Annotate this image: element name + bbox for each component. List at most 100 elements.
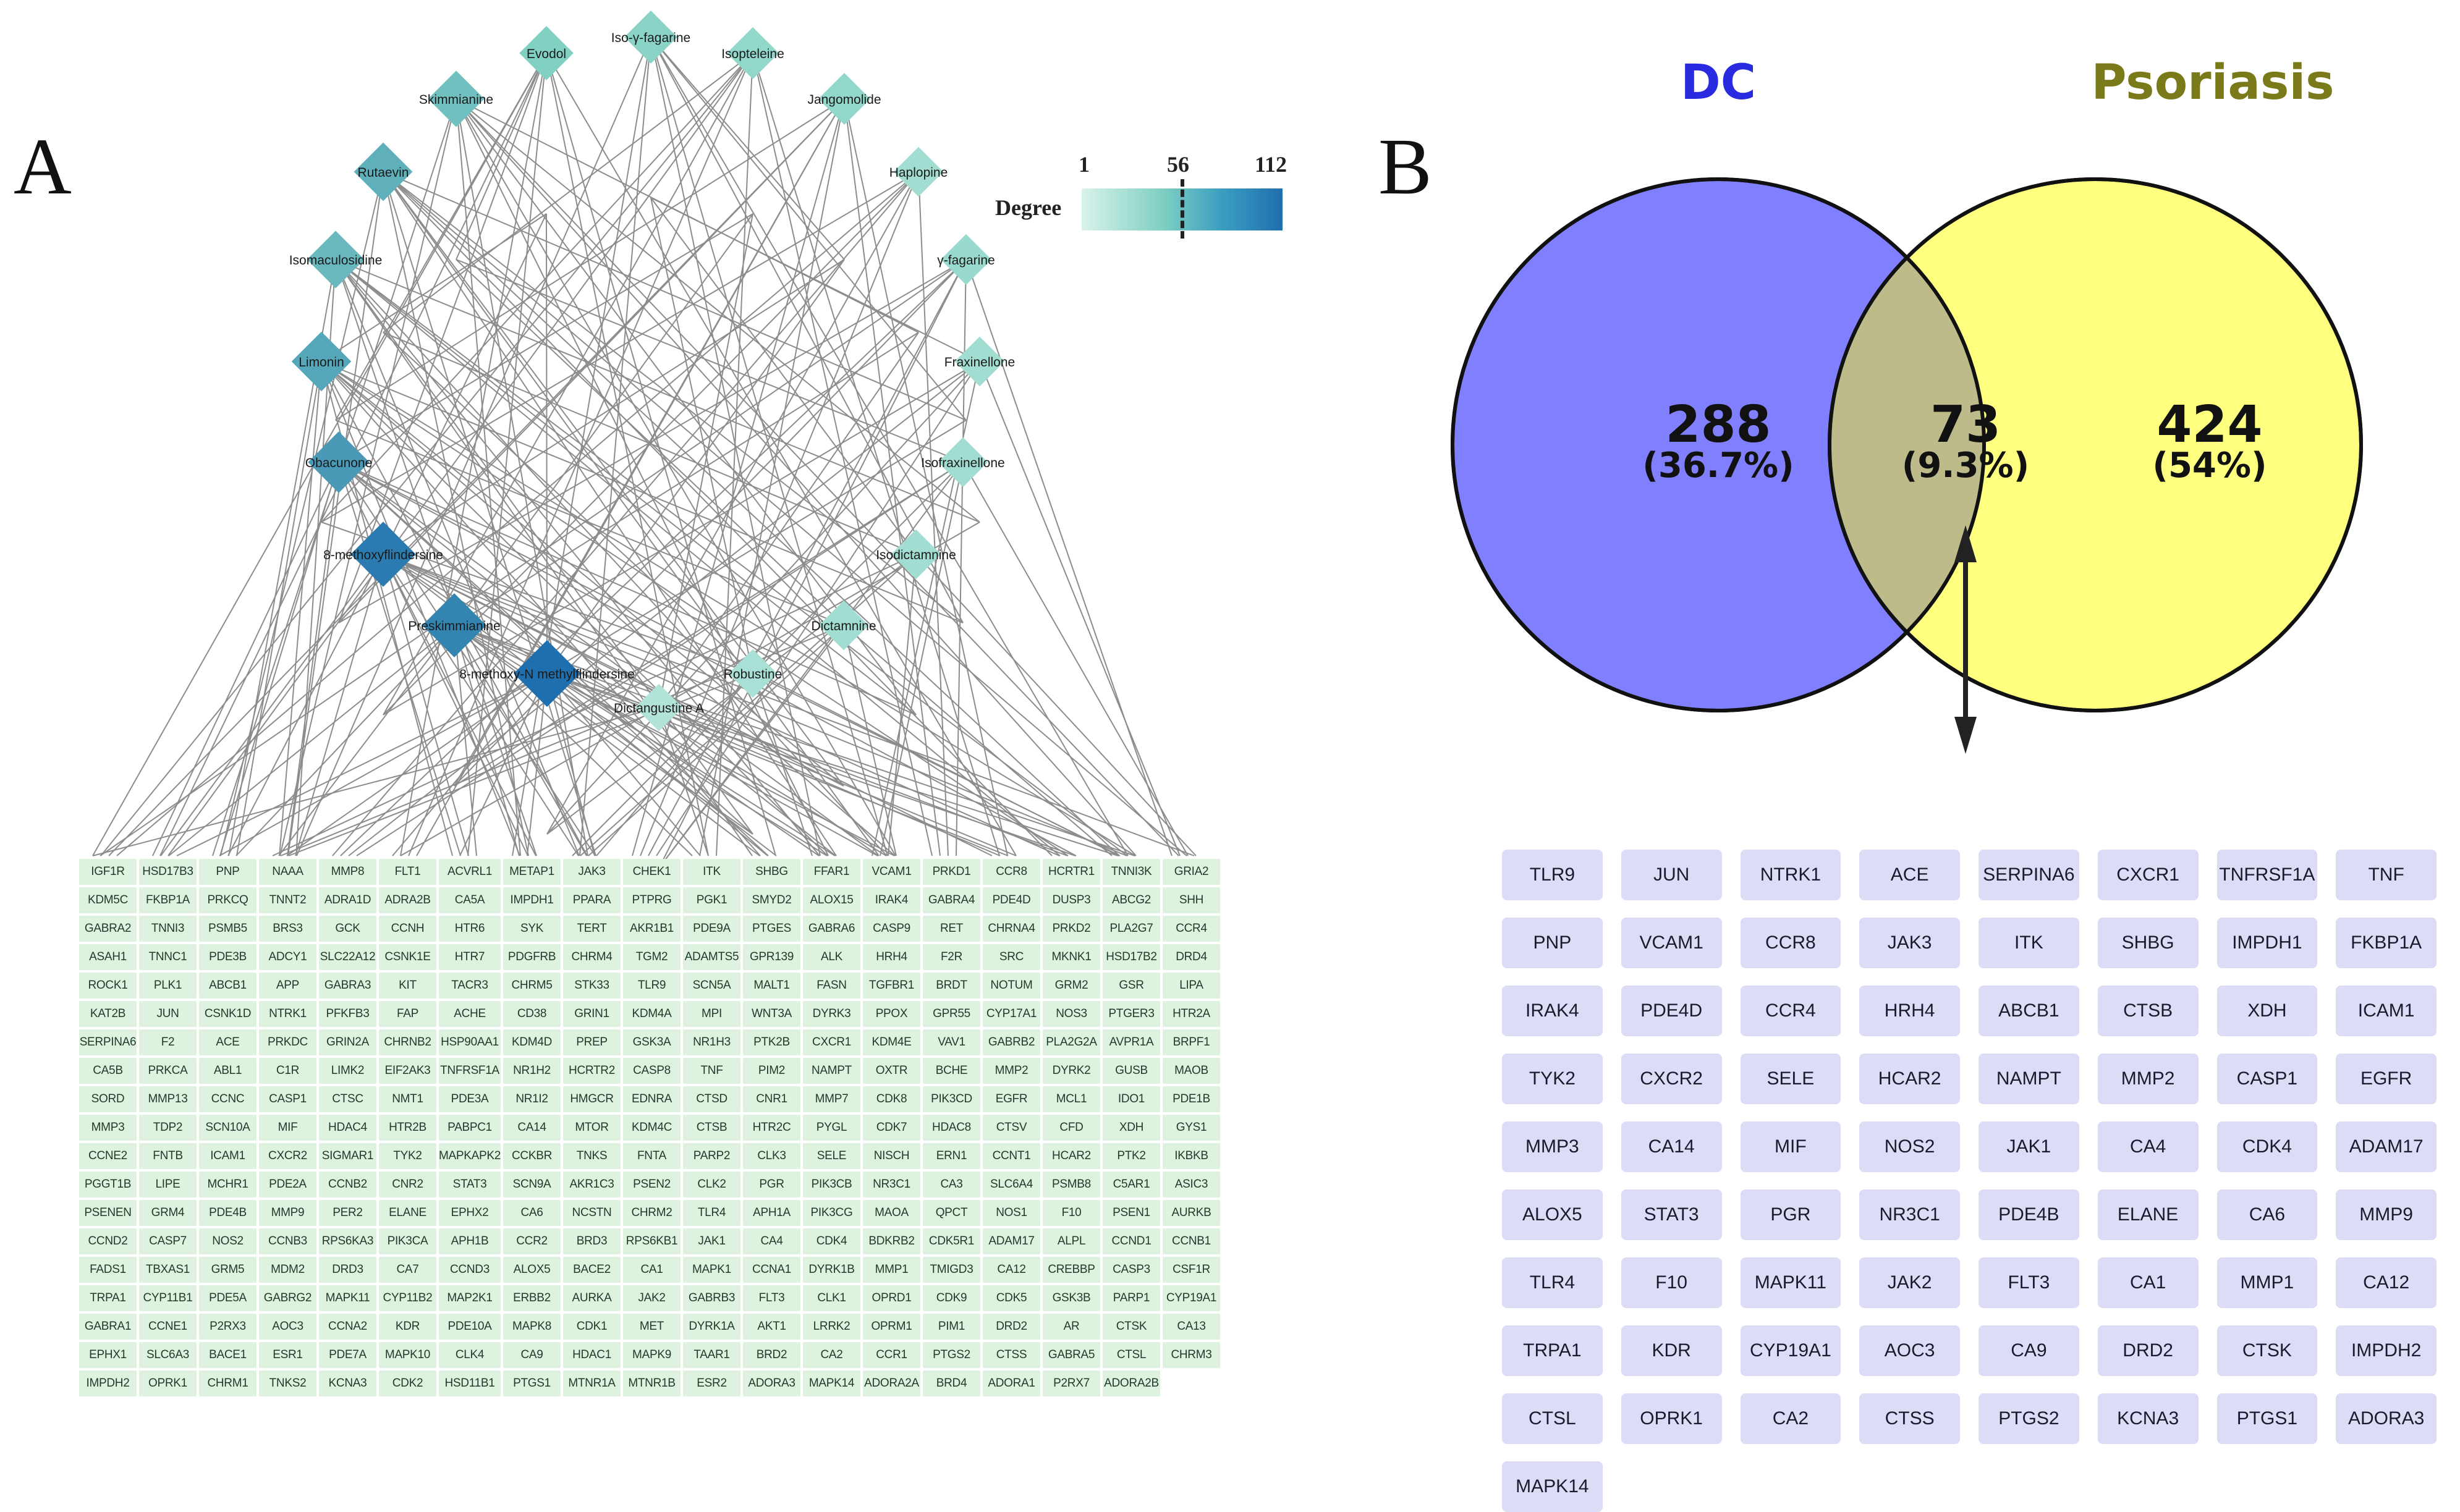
network-target-node: GRM4 [138,1200,197,1226]
network-edge [456,98,588,856]
network-target-node: CTSL [1103,1342,1160,1368]
network-target-node: PIK3CG [803,1200,860,1226]
network-edge [979,361,1181,856]
network-target-node: DYRK1B [803,1257,860,1283]
network-target-node: CA1 [623,1257,681,1283]
network-target-node: CYP17A1 [983,1001,1040,1027]
network-target-node: ROCK1 [79,973,137,999]
common-target-node: ACE [1859,850,1960,900]
network-target-node: ELANE [378,1200,436,1226]
network-target-node: PDE1B [1163,1086,1220,1112]
network-target-node: CDK9 [923,1285,980,1311]
network-edge [321,361,964,623]
network-target-node: ALOX5 [503,1257,561,1283]
network-edge [383,53,753,333]
network-target-node: PDGFRB [503,944,561,970]
network-target-node: TERT [563,916,621,942]
network-target-node: CCNA2 [318,1314,376,1340]
network-edge [658,213,753,708]
network-edge [915,554,1197,856]
network-target-node: OPRK1 [138,1371,197,1396]
network-target-node: PYGL [803,1115,860,1141]
network-target-node: PDE5A [198,1285,257,1311]
network-target-node: TYK2 [378,1143,436,1169]
network-target-node: NR1I2 [503,1086,561,1112]
network-edge [321,361,828,856]
venn-left-label: DC [1681,55,1756,111]
network-target-node: AKR1C3 [563,1172,621,1197]
network-edge [454,625,760,856]
network-target-node: LRRK2 [803,1314,860,1340]
network-target-node: CLK1 [803,1285,860,1311]
network-target-node: ABL1 [198,1058,257,1084]
network-target-node: APP [258,973,316,999]
network-target-node: PSENEN [79,1200,137,1226]
network-target-node: CA9 [503,1342,561,1368]
network-edge [338,213,753,463]
network-target-node: ABCG2 [1103,887,1160,913]
network-target-node: FAP [378,1001,436,1027]
compound-diamond [891,529,941,580]
common-target-node: CA14 [1621,1121,1722,1172]
common-target-node: SERPINA6 [1979,850,2079,900]
compound-node: γ-fagarine [937,234,995,285]
network-target-node: TNNC1 [138,944,197,970]
network-edge [918,171,949,856]
network-target-node: LIMK2 [318,1058,376,1084]
network-target-node: TAAR1 [683,1342,740,1368]
degree-mid: 56 [1167,152,1189,177]
network-target-node: RET [923,916,980,942]
network-target-node: CCNE1 [138,1314,197,1340]
network-edge [454,625,753,835]
compound-label: Robustine [724,667,783,682]
network-target-node: MAPKAPK2 [438,1143,501,1169]
network-target-node: CA12 [983,1257,1040,1283]
network-target-node: CCNB3 [258,1228,316,1254]
common-target-node: CA2 [1740,1393,1841,1444]
network-target-node: HSD11B1 [438,1371,501,1396]
network-target-node: CHRM2 [623,1200,681,1226]
network-edge [383,171,596,856]
network-target-node: ALPL [1043,1228,1100,1254]
network-edge [332,171,919,856]
network-target-node: HSD17B3 [138,859,197,885]
compound-diamond [308,431,370,493]
compound-node: Isopteleine [721,27,784,80]
network-target-node: PIK3CD [923,1086,980,1112]
network-target-node: IDO1 [1103,1086,1160,1112]
network-target-node: NISCH [863,1143,920,1169]
network-target-node: STAT3 [438,1172,501,1197]
network-target-node: TNNI3 [138,916,197,942]
common-target-node: PTGS1 [2216,1393,2318,1444]
network-edge [321,361,844,787]
network-target-node: P2RX3 [198,1314,257,1340]
network-target-node: DUSP3 [1043,887,1100,913]
network-edge [335,259,1061,856]
network-target-node: ADCY1 [258,944,316,970]
common-target-node: TNF [2336,850,2437,900]
network-edge [219,462,339,856]
network-target-node: HCRTR2 [563,1058,621,1084]
network-target-node: PER2 [318,1200,376,1226]
network-target-node: JAK1 [683,1228,740,1254]
network-target-node: BRD2 [743,1342,800,1368]
network-target-node: CASP7 [138,1228,197,1254]
network-target-node: SLC6A3 [138,1342,197,1368]
network-target-node: CCKBR [503,1143,561,1169]
network-target-node: CTSV [983,1115,1040,1141]
network-edge [880,462,964,856]
network-target-node: IMPDH1 [503,887,561,913]
network-target-node: CCNB1 [1163,1228,1220,1254]
network-target-node: ADAM17 [983,1228,1040,1254]
network-edge [383,554,844,787]
network-target-node: HTR2C [743,1115,800,1141]
network-target-node: MAPK10 [378,1342,436,1368]
network-target-node: CHRNA4 [983,916,1040,942]
network-target-node: PTGER3 [1103,1001,1160,1027]
network-target-node: NOS1 [983,1200,1040,1226]
network-target-node: GABRB2 [983,1029,1040,1055]
network-edge [383,171,1120,856]
compound-label: Isomaculosidine [289,253,383,268]
network-target-node: NOTUM [983,973,1040,999]
